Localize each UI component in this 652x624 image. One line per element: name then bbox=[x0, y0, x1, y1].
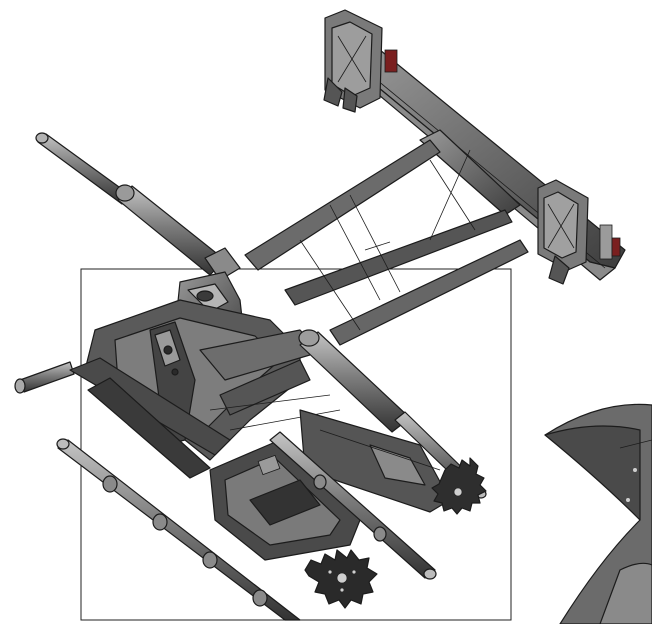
partial-blade-cutaway bbox=[544, 403, 652, 624]
hydraulic-cylinder-long bbox=[35, 132, 241, 281]
disc-gang-front bbox=[69, 357, 451, 513]
disc-blade-rear bbox=[304, 549, 378, 609]
mounting-plate-top bbox=[323, 9, 398, 113]
mounting-plate-right bbox=[537, 179, 621, 285]
pivot-pin-left bbox=[14, 361, 75, 394]
disc-gang-rear bbox=[209, 439, 361, 561]
axle-bar-left bbox=[56, 438, 301, 621]
axle-bar-right bbox=[269, 431, 437, 580]
frame-rails bbox=[244, 129, 529, 346]
disc-blade-front bbox=[431, 457, 487, 515]
hitch-frame-assembly bbox=[84, 271, 341, 461]
